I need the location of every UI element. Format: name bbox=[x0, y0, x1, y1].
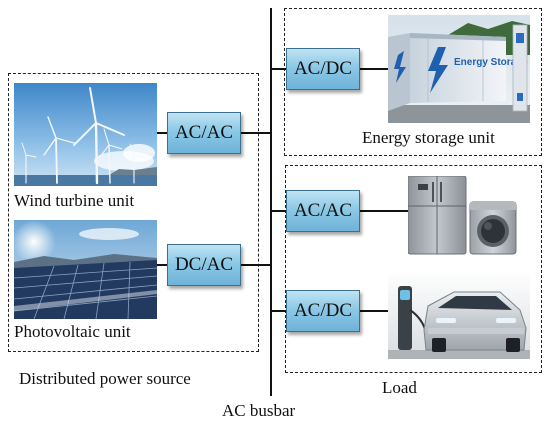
distributed-power-source-box bbox=[8, 73, 259, 352]
photovoltaic-image bbox=[14, 220, 157, 319]
photovoltaic-unit-label: Photovoltaic unit bbox=[14, 322, 131, 341]
converter-storage-ac-dc: AC/DC bbox=[286, 48, 360, 90]
converter-ev-ac-dc: AC/DC bbox=[286, 290, 360, 332]
wire-ev-image bbox=[360, 310, 388, 312]
electric-vehicle-image bbox=[388, 270, 530, 359]
wire-pv-busbar bbox=[241, 264, 271, 266]
distributed-power-source-label: Distributed power source bbox=[19, 369, 191, 388]
converter-wind-ac-ac: AC/AC bbox=[167, 112, 241, 154]
load-label: Load bbox=[382, 378, 417, 397]
wind-turbine-unit-label: Wind turbine unit bbox=[14, 191, 135, 210]
wire-appliance-busbar bbox=[271, 210, 286, 212]
converter-appliance-ac-ac: AC/AC bbox=[286, 190, 360, 232]
load-box bbox=[285, 165, 542, 373]
energy-storage-image: Energy Storage bbox=[388, 15, 530, 123]
wire-appliance-image bbox=[360, 210, 408, 212]
storage-brand-text: Energy Storage bbox=[454, 57, 528, 68]
wire-ev-busbar bbox=[271, 310, 286, 312]
wire-wind-busbar bbox=[241, 132, 271, 134]
wire-storage-busbar bbox=[271, 68, 286, 70]
converter-pv-dc-ac: DC/AC bbox=[167, 244, 241, 286]
wire-wind-converter bbox=[157, 132, 167, 134]
ac-busbar-label: AC busbar bbox=[222, 401, 296, 420]
wind-turbine-image bbox=[14, 83, 157, 186]
energy-storage-box bbox=[284, 8, 542, 156]
ac-busbar-line bbox=[270, 8, 272, 396]
appliance-image bbox=[408, 176, 517, 255]
wire-pv-converter bbox=[157, 264, 167, 266]
energy-storage-unit-label: Energy storage unit bbox=[362, 128, 495, 147]
wire-storage-image bbox=[360, 68, 388, 70]
